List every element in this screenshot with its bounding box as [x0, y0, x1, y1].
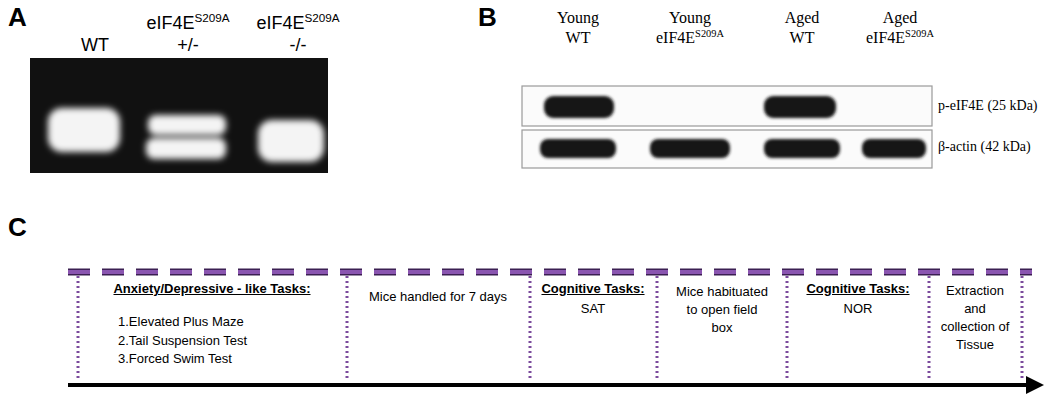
label-line: Anxiety/Depressive - like Tasks: — [110, 280, 315, 298]
label-line: SAT — [538, 300, 648, 318]
task-item: 3.Forced Swim Test — [118, 351, 232, 366]
task-heading: Cognitive Tasks: — [806, 281, 909, 296]
lane-label: +/- — [177, 35, 199, 55]
label-line: Mice habituated to open field box — [675, 283, 770, 337]
label-line: NOR — [803, 300, 913, 318]
label-line: 2.Tail Suspension Test — [118, 332, 247, 351]
label-line: Mice handled for 7 days — [353, 288, 523, 306]
label-line: WT — [752, 28, 852, 48]
label-line: Extraction and collection of Tissue — [939, 282, 1011, 354]
timeline-dash-outline — [68, 269, 1032, 276]
lane-label: eIF4E — [146, 13, 194, 33]
task-item: 2.Tail Suspension Test — [118, 333, 247, 348]
label-line: A — [8, 2, 27, 32]
panel-letter: B — [478, 2, 497, 32]
lane-label: eIF4E — [866, 29, 905, 46]
gel-image — [30, 58, 328, 173]
label-line: -/- — [243, 34, 353, 56]
label-group: A — [8, 2, 27, 32]
label-line: WT — [528, 28, 628, 48]
label-line: +/- — [123, 34, 253, 56]
lane-label: WT — [81, 35, 109, 55]
label-group: eIF4ES209A+/- — [123, 12, 253, 56]
label-group: β-actin (42 kDa) — [938, 138, 1031, 156]
label-line: Young — [635, 8, 745, 28]
label-line: eIF4ES209A — [243, 12, 353, 34]
label-line: Cognitive Tasks: — [790, 280, 926, 298]
timeline-arrow-head — [1026, 376, 1044, 394]
task-item: 1.Elevated Plus Maze — [118, 314, 244, 329]
blot-frame — [522, 86, 932, 126]
label-line: B — [478, 2, 497, 32]
task-heading: Cognitive Tasks: — [541, 281, 644, 296]
timeline-step: Extraction and collection of Tissue — [941, 283, 1010, 352]
lane-label: Aged — [785, 9, 820, 26]
label-line: β-actin (42 kDa) — [938, 138, 1031, 156]
label-line: C — [8, 212, 27, 242]
label-group: Mice handled for 7 days — [353, 288, 523, 306]
label-group: B — [478, 2, 497, 32]
band-label: β-actin (42 kDa) — [938, 139, 1031, 154]
blot-bands — [540, 96, 926, 158]
label-group: Young eIF4ES209A — [635, 8, 745, 48]
band-label: p-eIF4E (25 kDa) — [938, 98, 1038, 113]
panel-letter: A — [8, 2, 27, 32]
lane-label: Young — [557, 9, 599, 26]
panel-letter: C — [8, 212, 27, 242]
label-group: eIF4ES209A-/- — [243, 12, 353, 56]
label-line: eIF4ES209A — [123, 12, 253, 34]
lane-label: Young — [669, 9, 711, 26]
timeline-dividers — [78, 276, 1022, 378]
label-group: p-eIF4E (25 kDa) — [938, 97, 1038, 115]
label-line: 1.Elevated Plus Maze — [118, 313, 247, 332]
timeline-step: NOR — [844, 301, 873, 316]
superscript-label: S209A — [304, 11, 339, 24]
label-group: Aged eIF4ES209A — [852, 8, 948, 48]
lane-label: eIF4E — [656, 29, 695, 46]
label-line: p-eIF4E (25 kDa) — [938, 97, 1038, 115]
label-line: eIF4ES209A — [635, 28, 745, 48]
superscript-label: S209A — [194, 11, 229, 24]
label-line: eIF4ES209A — [852, 28, 948, 48]
label-group: NOR — [803, 300, 913, 318]
timeline-step: Mice handled for 7 days — [369, 289, 507, 304]
label-line: Young — [528, 8, 628, 28]
label-group: Extraction and collection of Tissue — [939, 282, 1011, 354]
label-group: YoungWT — [528, 8, 628, 48]
timeline-step: Mice habituated to open field box — [676, 284, 768, 335]
timeline-step: SAT — [581, 301, 605, 316]
timeline-arrow-shaft — [68, 383, 1030, 387]
label-line: 3.Forced Swim Test — [118, 350, 247, 369]
label-group: WT — [50, 34, 140, 56]
label-line: WT — [50, 34, 140, 56]
blot-frame — [522, 130, 932, 168]
lane-label: WT — [790, 29, 815, 46]
label-group: C — [8, 212, 27, 242]
superscript-label: S209A — [905, 28, 934, 39]
lane-label: -/- — [290, 35, 307, 55]
label-group: Mice habituated to open field box — [675, 283, 770, 337]
lane-label: Aged — [883, 9, 918, 26]
label-group: AgedWT — [752, 8, 852, 48]
label-group: 1.Elevated Plus Maze 2.Tail Suspension Te… — [118, 313, 247, 369]
label-line: Cognitive Tasks: — [532, 280, 654, 298]
lane-label: WT — [566, 29, 591, 46]
gel-bands — [48, 108, 324, 162]
timeline-dash — [68, 270, 1032, 274]
label-group: SAT — [538, 300, 648, 318]
label-group: Cognitive Tasks: — [532, 280, 654, 298]
lane-label: eIF4E — [256, 13, 304, 33]
label-group: Anxiety/Depressive - like Tasks: — [110, 280, 315, 298]
label-line: Aged — [752, 8, 852, 28]
label-line: Aged — [852, 8, 948, 28]
task-heading: Anxiety/Depressive - like Tasks: — [113, 281, 310, 296]
superscript-label: S209A — [695, 28, 724, 39]
label-group: Cognitive Tasks: — [790, 280, 926, 298]
